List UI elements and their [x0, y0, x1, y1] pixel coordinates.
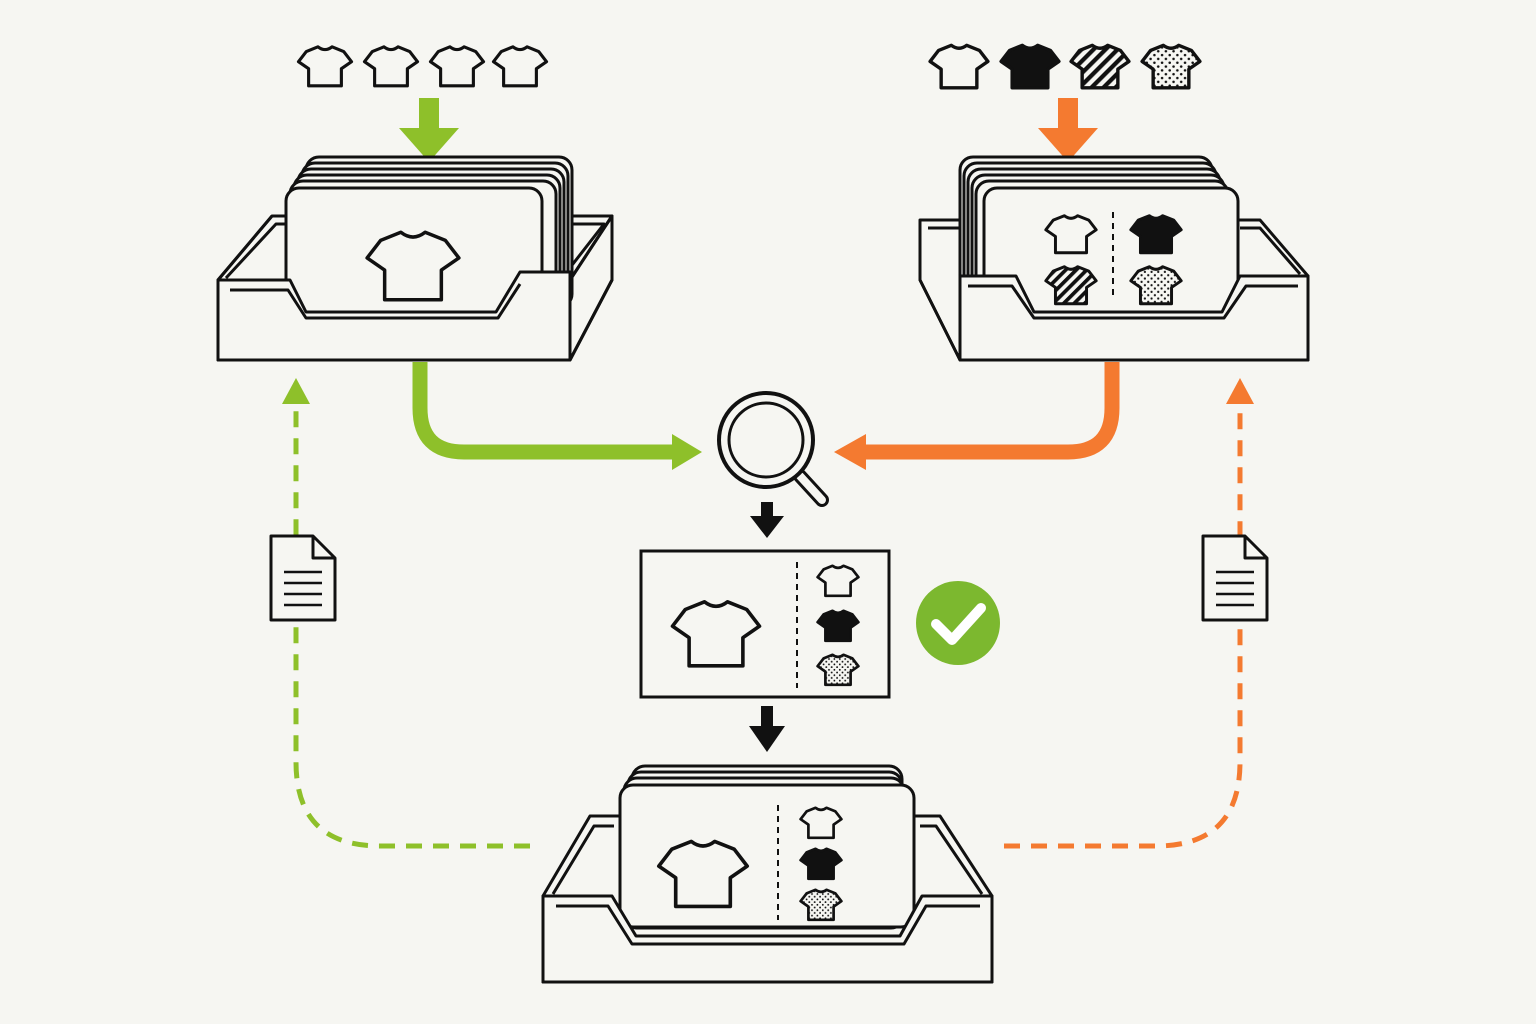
green-flow-line — [412, 362, 676, 460]
orange-down-arrow — [1038, 98, 1098, 162]
plain-shirt-icon — [428, 45, 486, 88]
output-tray — [541, 764, 994, 984]
orange-feedback-line — [1004, 405, 1243, 849]
card-stack — [284, 155, 574, 333]
uniform-tray — [216, 155, 614, 362]
card-stack — [618, 764, 916, 930]
green-flow-arrowhead — [672, 434, 702, 470]
check-icon — [916, 581, 1000, 665]
green-down-arrow — [399, 98, 459, 162]
black-shirt-icon — [999, 43, 1061, 90]
plain-shirt-icon — [928, 43, 990, 90]
plain-shirt-icon — [491, 45, 549, 88]
orange-flow-line — [862, 362, 1120, 460]
varied-tray — [918, 155, 1310, 362]
orange-flow-arrowhead — [834, 434, 866, 470]
down-arrow — [749, 706, 785, 752]
document-icon — [269, 534, 337, 622]
magnifier-icon — [717, 391, 829, 507]
document-icon — [1201, 534, 1269, 622]
green-feedback-line — [293, 405, 530, 849]
result-card — [639, 549, 891, 699]
card-stack — [958, 155, 1240, 333]
uniform-input-shirts — [296, 45, 549, 88]
dotted-shirt-icon — [1140, 43, 1202, 90]
plain-shirt-icon — [362, 45, 420, 88]
green-feedback-arrowhead — [282, 378, 310, 404]
plain-shirt-icon — [296, 45, 354, 88]
varied-input-shirts — [928, 43, 1202, 90]
striped-shirt-icon — [1069, 43, 1131, 90]
down-arrow — [750, 502, 784, 538]
orange-feedback-arrowhead — [1226, 378, 1254, 404]
